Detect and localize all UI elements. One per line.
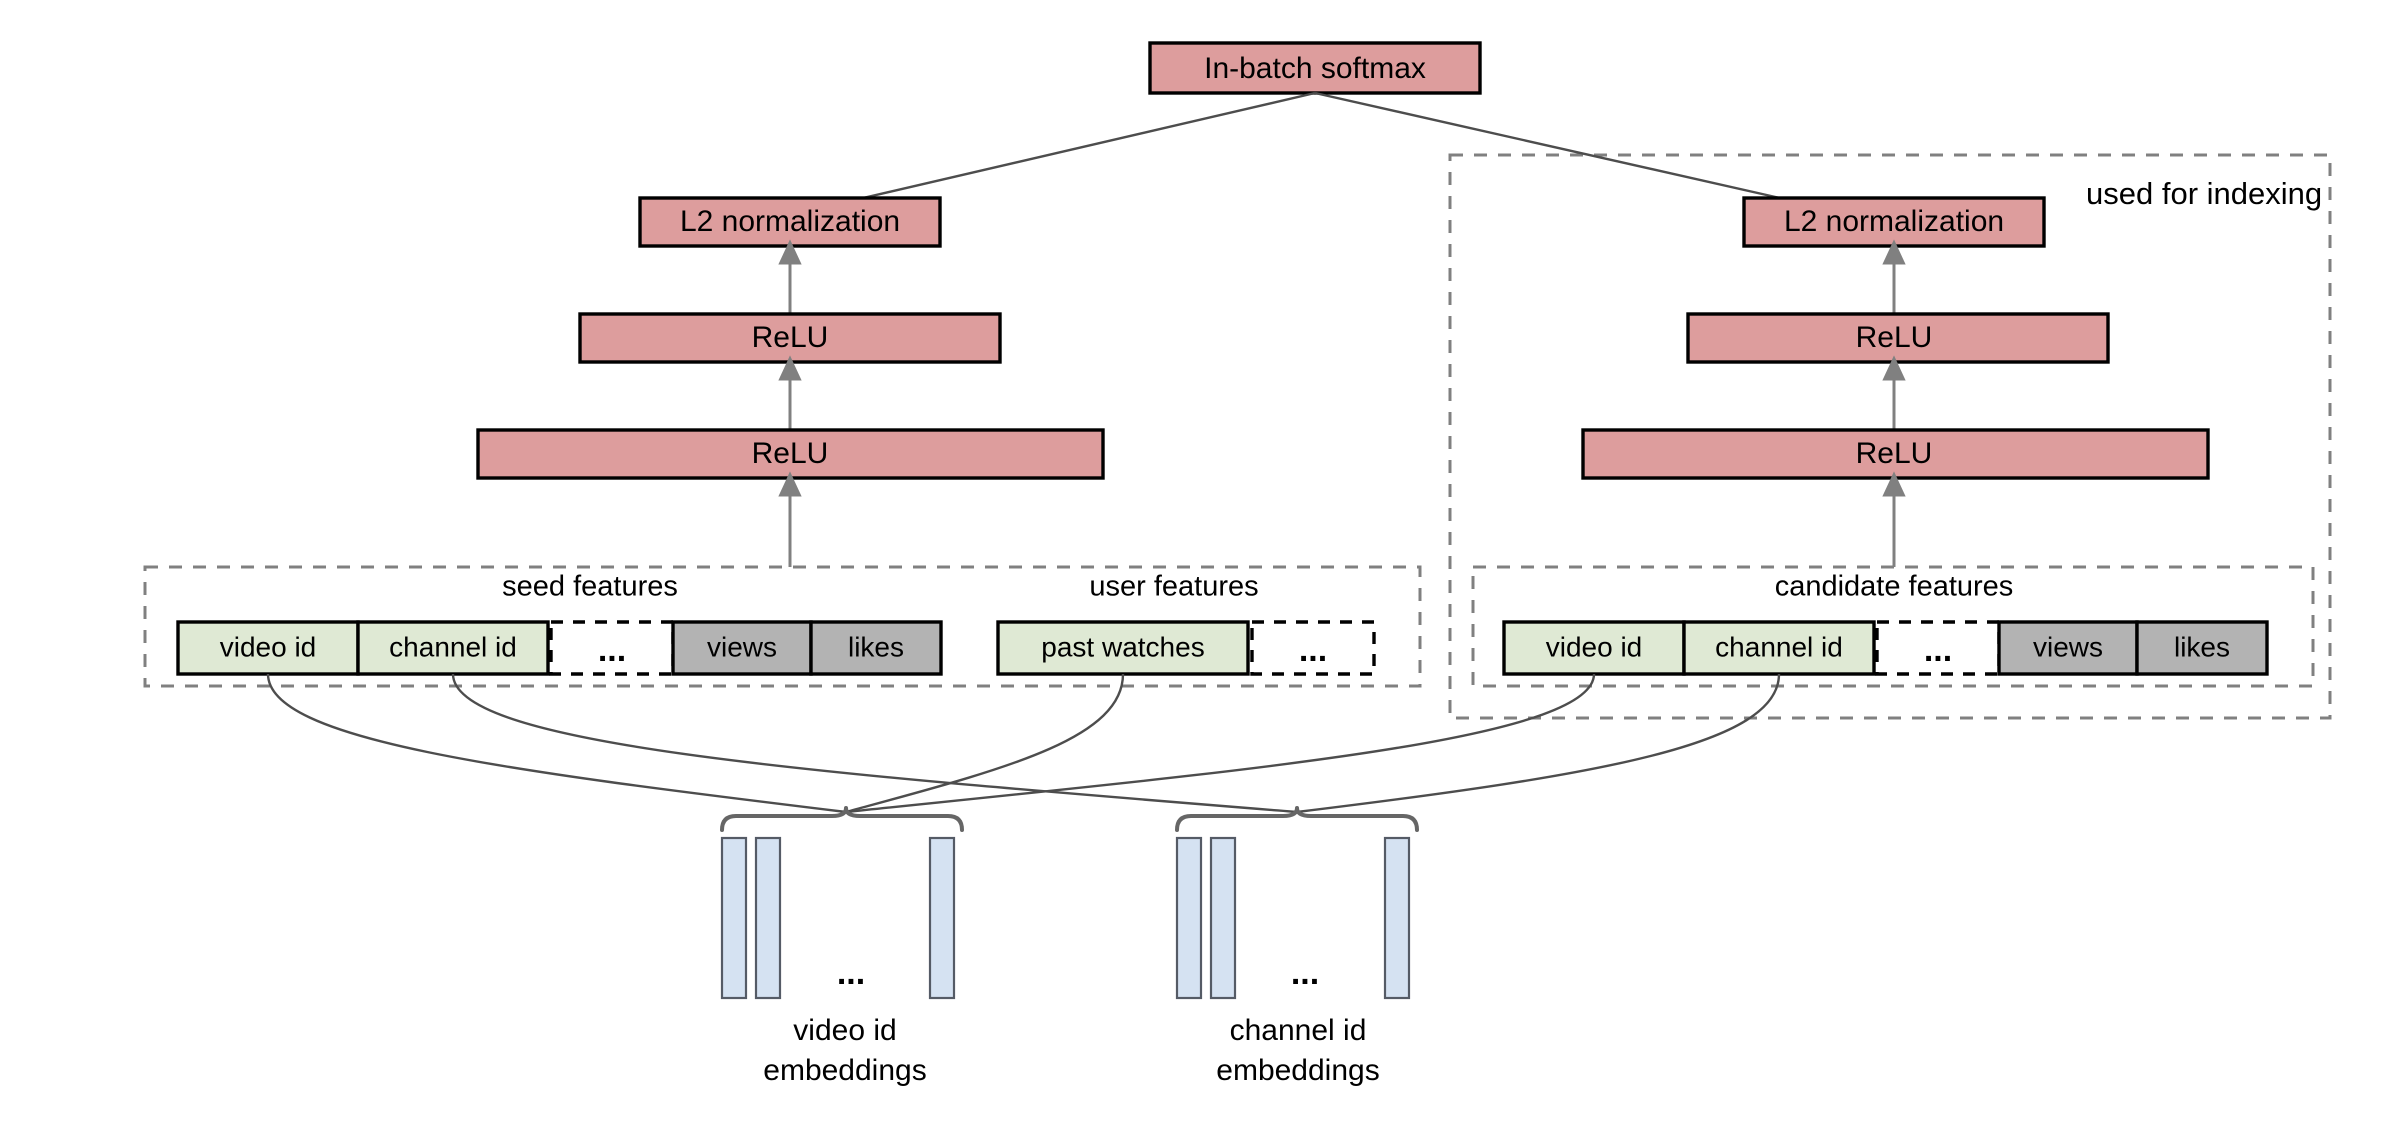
- user-features-title: user features: [1089, 571, 1258, 603]
- channel-embeddings-caption-line2: embeddings: [1216, 1054, 1379, 1087]
- user-feature-ellipsis-label: ...: [1299, 631, 1327, 669]
- channel-embedding-bar: [1209, 836, 1237, 1000]
- seed-video-id-to-video-embeddings-curve: [266, 673, 847, 814]
- candidate-feature-likes-box: [2135, 620, 2269, 676]
- video-embeddings-caption-line2: embeddings: [763, 1054, 926, 1087]
- seed-channel-id-to-channel-embeddings-curve: [451, 673, 1298, 814]
- seed-feature-likes-label: likes: [848, 631, 904, 662]
- right-relu-lower-box: [1581, 428, 2210, 480]
- seed-feature-channel-id-box: [356, 620, 550, 676]
- left-relu-upper-label: ReLU: [752, 321, 829, 354]
- left-l2-normalization-box: [638, 196, 942, 248]
- seed-features-title: seed features: [502, 571, 678, 603]
- channel-embeddings-brace: [1175, 806, 1419, 832]
- candidate-features-region-border: [1471, 565, 2315, 688]
- user-past-watches-to-video-embeddings-curve: [845, 673, 1125, 814]
- channel-embeddings-ellipsis: ...: [1291, 954, 1319, 992]
- in-batch-softmax-label: In-batch softmax: [1204, 52, 1426, 85]
- left-relu-lower-box: [476, 428, 1105, 480]
- seed-feature-likes-box: [809, 620, 943, 676]
- seed-feature-video-id-label: video id: [220, 631, 317, 662]
- candidate-feature-channel-id-label: channel id: [1715, 631, 1843, 662]
- right-relu-upper-box: [1686, 312, 2110, 364]
- indexing-annotation-line1: used for indexing: [2086, 176, 2322, 211]
- seed-feature-views-label: views: [707, 631, 777, 662]
- candidate-feature-video-id-label: video id: [1546, 631, 1643, 662]
- channel-embedding-bar: [1383, 836, 1411, 1000]
- seed-feature-video-id-box: [176, 620, 360, 676]
- left-relu-lower-label: ReLU: [752, 437, 829, 470]
- softmax-to-right-l2-connector: [1314, 91, 1856, 217]
- channel-embedding-bar: [1175, 836, 1203, 1000]
- candidate-feature-video-id-box: [1502, 620, 1686, 676]
- right-relu-upper-label: ReLU: [1856, 321, 1933, 354]
- right-relu-lower-label: ReLU: [1856, 437, 1933, 470]
- video-embedding-bar: [928, 836, 956, 1000]
- left-l2-normalization-label: L2 normalization: [680, 205, 900, 238]
- video-embeddings-brace: [720, 806, 964, 832]
- left-relu-upper-box: [578, 312, 1002, 364]
- channel-embeddings-caption-line1: channel id: [1230, 1014, 1367, 1047]
- candidate-features-title: candidate features: [1775, 571, 2014, 603]
- candidate-video-id-to-video-embeddings-curve: [845, 673, 1596, 814]
- candidate-feature-likes-label: likes: [2174, 631, 2230, 662]
- video-embeddings-caption-line1: video id: [793, 1014, 896, 1047]
- indexing-region-border: [1448, 153, 2332, 720]
- user-feature-past-watches-label: past watches: [1041, 631, 1204, 662]
- seed-feature-ellipsis-label: ...: [598, 631, 626, 669]
- softmax-to-left-l2-connector: [789, 91, 1316, 217]
- user-feature-ellipsis-box: [1250, 620, 1376, 676]
- video-embeddings-ellipsis: ...: [837, 954, 865, 992]
- right-l2-normalization-label: L2 normalization: [1784, 205, 2004, 238]
- candidate-feature-ellipsis-box: [1875, 620, 2001, 676]
- candidate-channel-id-to-channel-embeddings-curve: [1296, 673, 1781, 814]
- candidate-feature-views-label: views: [2033, 631, 2103, 662]
- user-feature-past-watches-box: [996, 620, 1250, 676]
- candidate-feature-ellipsis-label: ...: [1924, 631, 1952, 669]
- seed-feature-channel-id-label: channel id: [389, 631, 517, 662]
- video-embedding-bar: [754, 836, 782, 1000]
- candidate-feature-views-box: [1997, 620, 2139, 676]
- video-embedding-bar: [720, 836, 748, 1000]
- seed-feature-ellipsis-box: [549, 620, 675, 676]
